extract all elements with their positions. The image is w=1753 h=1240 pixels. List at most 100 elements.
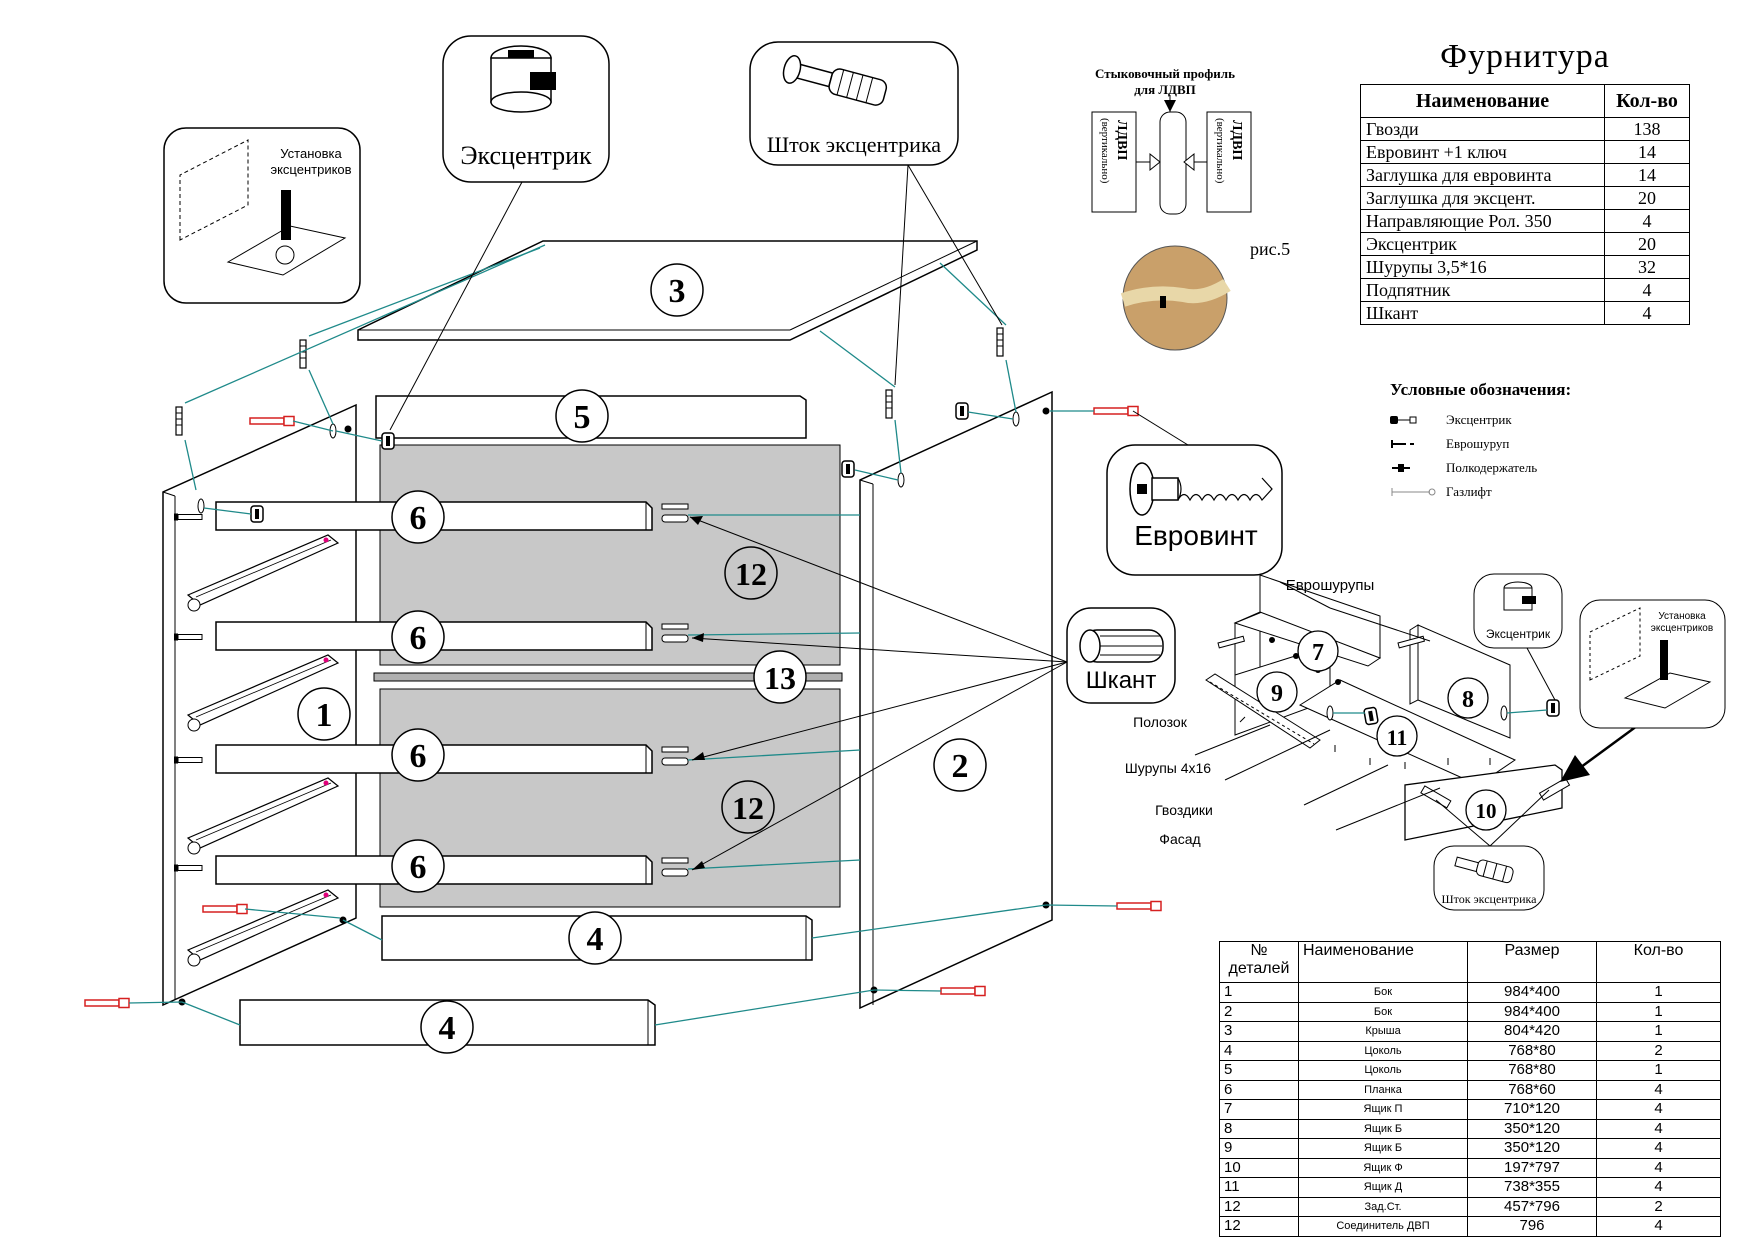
hardware-item-qty: 4 (1604, 301, 1690, 325)
part-number-8: 8 (1447, 677, 1489, 719)
euroscrew-2 (1093, 405, 1139, 417)
hardware-item-name: Заглушка для евровинта (1360, 163, 1605, 187)
parts-qty: 1 (1596, 1001, 1721, 1022)
rod-icon (782, 55, 888, 106)
svg-text:3: 3 (669, 273, 686, 310)
euroscrew-symbol-icon (1390, 437, 1446, 451)
hardware-title: Фурнитура (1440, 38, 1610, 75)
hardware-item-qty: 14 (1604, 140, 1690, 164)
legend-item-euroscrew: Еврошуруп (1390, 432, 1650, 456)
parts-name: Бок (1298, 982, 1468, 1003)
legend-label: Еврошуруп (1446, 436, 1510, 451)
callout-dowel: Шкант (1066, 607, 1176, 704)
eccentric-icon-small (1503, 581, 1536, 611)
svg-text:12: 12 (732, 790, 764, 826)
parts-num: 8 (1219, 1118, 1299, 1139)
parts-qty: 4 (1596, 1118, 1721, 1139)
hardware-item-qty: 20 (1604, 186, 1690, 210)
cam-4 (955, 402, 969, 420)
part-number-5: 5 (555, 389, 609, 443)
euroscrew-5 (84, 997, 130, 1009)
rod-4 (996, 327, 1004, 357)
svg-text:Шток эксцентрика: Шток эксцентрика (1442, 892, 1538, 906)
part-number-12a: 12 (724, 546, 778, 600)
pin-left-1 (173, 513, 203, 521)
parts-num: 5 (1219, 1060, 1299, 1081)
parts-size: 984*400 (1467, 982, 1597, 1003)
parts-qty: 4 (1596, 1216, 1721, 1237)
svg-text:10: 10 (1476, 799, 1497, 823)
svg-text:13: 13 (764, 660, 796, 696)
euroscrew-4 (1116, 900, 1162, 912)
euroscrew-3 (202, 903, 248, 915)
parts-qty: 4 (1596, 1099, 1721, 1120)
svg-text:6: 6 (410, 738, 427, 775)
parts-name: Крыша (1298, 1021, 1468, 1042)
legend-item-shelf-holder: Полкодержатель (1390, 456, 1650, 480)
parts-size: 738*355 (1467, 1177, 1597, 1198)
parts-header-qty: Кол-во (1596, 941, 1721, 983)
svg-text:эксцентриков: эксцентриков (270, 162, 351, 177)
svg-text:ЛДВП: ЛДВП (1229, 120, 1244, 160)
hardware-item-qty: 32 (1604, 255, 1690, 279)
pin-left-3 (173, 756, 203, 764)
part-number-1: 1 (297, 687, 351, 741)
rod-2 (299, 339, 307, 369)
cam-3 (841, 460, 855, 478)
connector-lines (128, 244, 1118, 1026)
svg-text:Шурупы 4x16: Шурупы 4x16 (1125, 760, 1211, 776)
parts-num: 10 (1219, 1157, 1299, 1178)
eurovint-icon (1129, 462, 1273, 516)
legend-item-gas-lift: Газлифт (1390, 480, 1650, 504)
svg-text:Гвоздики: Гвоздики (1155, 802, 1213, 818)
parts-qty: 4 (1596, 1138, 1721, 1159)
parts-name: Ящик Д (1298, 1177, 1468, 1198)
svg-text:5: 5 (574, 399, 591, 436)
svg-text:1: 1 (316, 697, 333, 734)
arrowheads (690, 516, 703, 525)
pin-left-4 (173, 864, 203, 872)
svg-text:Стыковочный профиль: Стыковочный профиль (1095, 66, 1235, 81)
drawer-callout-rod: Шток эксцентрика (1433, 845, 1545, 911)
svg-text:4: 4 (439, 1010, 456, 1047)
parts-header-name: Наименование (1298, 941, 1468, 983)
part-number-4a: 4 (568, 911, 622, 965)
parts-num: 6 (1219, 1079, 1299, 1100)
eccentric-icon (490, 45, 556, 113)
ldvp-profile-figure: Стыковочный профиль для ЛДВП ЛДВП (верти… (1091, 66, 1290, 351)
cam-2 (250, 505, 264, 523)
svg-text:2: 2 (952, 748, 969, 785)
part-number-6a: 6 (391, 490, 445, 544)
parts-num: 4 (1219, 1040, 1299, 1061)
hardware-row: Заглушка для эксцент.20 (1360, 186, 1690, 210)
svg-text:рис.5: рис.5 (1250, 239, 1290, 259)
callout-eccentric-rod: Шток эксцентрика (749, 41, 959, 166)
parts-num: 3 (1219, 1021, 1299, 1042)
svg-text:Евровинт: Евровинт (1134, 520, 1258, 551)
parts-name: Планка (1298, 1079, 1468, 1100)
svg-text:11: 11 (1387, 725, 1408, 750)
svg-text:Шток эксцентрика: Шток эксцентрика (767, 132, 941, 157)
part-number-11: 11 (1376, 715, 1418, 757)
svg-text:Полозок: Полозок (1133, 714, 1188, 730)
svg-text:12: 12 (735, 556, 767, 592)
hardware-item-qty: 4 (1604, 209, 1690, 233)
svg-text:8: 8 (1462, 687, 1474, 713)
legend-label: Газлифт (1446, 484, 1492, 499)
hardware-item-name: Гвозди (1360, 117, 1605, 141)
parts-size: 804*420 (1467, 1021, 1597, 1042)
eccentric-symbol-icon (1390, 413, 1446, 427)
parts-name: Бок (1298, 1001, 1468, 1022)
pointer-lines (389, 164, 1189, 871)
part-number-2: 2 (933, 738, 987, 792)
parts-qty: 2 (1596, 1196, 1721, 1217)
